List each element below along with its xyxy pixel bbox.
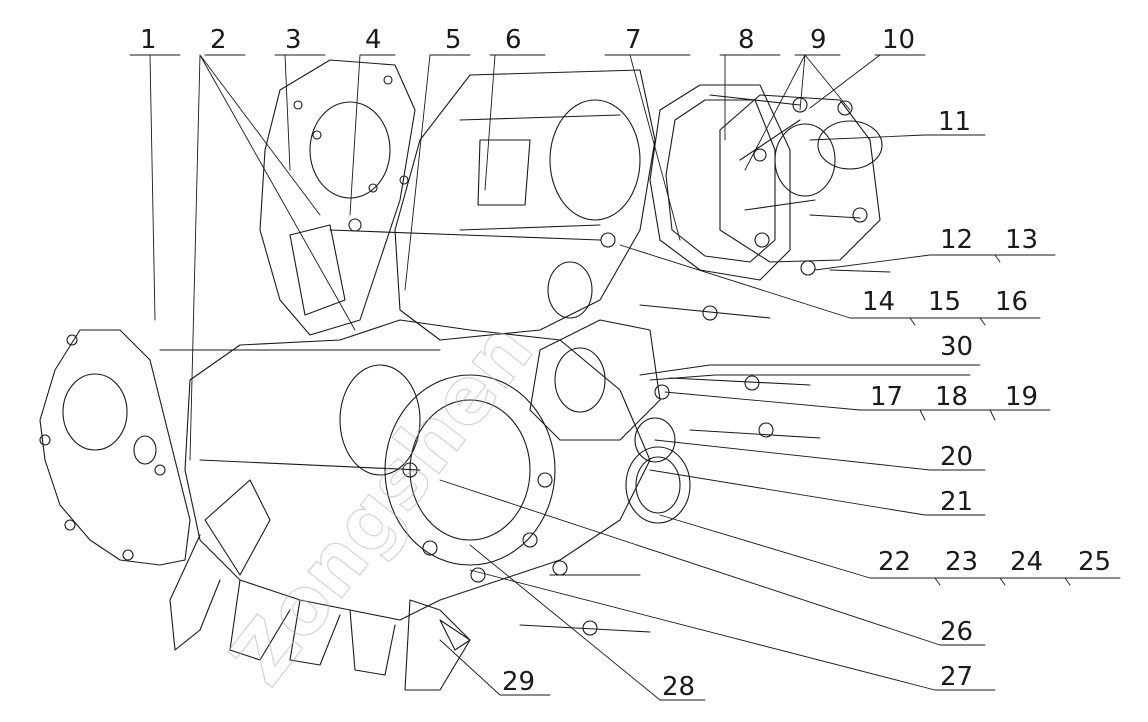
callout-30: 30: [940, 332, 973, 362]
gasket-cylinder: [259, 59, 416, 336]
crankcase-left: [394, 69, 656, 341]
callout-4: 4: [365, 25, 382, 55]
callout-8: 8: [738, 25, 755, 55]
callout-27: 27: [940, 662, 973, 692]
center-housing: [339, 364, 556, 691]
oil-seal: [625, 417, 691, 524]
callout-11: 11: [938, 107, 971, 137]
callout-21: 21: [940, 487, 973, 517]
side-cover: [719, 94, 883, 263]
rear-housing: [169, 319, 651, 676]
leader-lines: [129, 54, 1121, 701]
callout-16: 16: [995, 287, 1028, 317]
callout-3: 3: [285, 25, 302, 55]
callout-14: 14: [862, 287, 895, 317]
callout-22: 22: [878, 547, 911, 577]
callout-17: 17: [870, 382, 903, 412]
callout-28: 28: [662, 672, 695, 702]
callout-26: 26: [940, 617, 973, 647]
bolts: [159, 94, 891, 636]
callout-23: 23: [945, 547, 978, 577]
callout-25: 25: [1078, 547, 1111, 577]
callout-13: 13: [1005, 225, 1038, 255]
side-cover-gasket: [649, 84, 791, 281]
callout-9: 9: [810, 25, 827, 55]
callout-29: 29: [502, 667, 535, 697]
callout-labels: 1 2 3 4 5 6 7 8 9 10 11 12 13 14 15 16 1…: [140, 25, 1111, 702]
callout-2: 2: [210, 25, 227, 55]
gasket-front-cover: [39, 329, 191, 566]
callout-15: 15: [928, 287, 961, 317]
callout-20: 20: [940, 442, 973, 472]
callout-12: 12: [940, 225, 973, 255]
callout-1: 1: [140, 25, 157, 55]
part-20-21: [529, 319, 661, 441]
callout-10: 10: [882, 25, 915, 55]
callout-5: 5: [445, 25, 462, 55]
callout-6: 6: [505, 25, 522, 55]
callout-7: 7: [625, 25, 642, 55]
callout-24: 24: [1010, 547, 1043, 577]
callout-18: 18: [935, 382, 968, 412]
callout-19: 19: [1005, 382, 1038, 412]
